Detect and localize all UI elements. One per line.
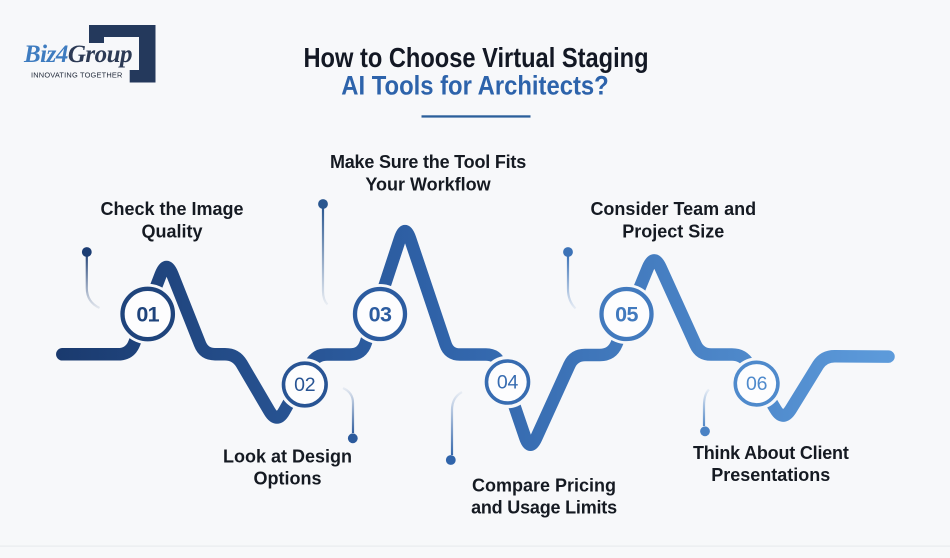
svg-text:04: 04 (497, 372, 519, 394)
svg-text:02: 02 (294, 374, 315, 396)
svg-text:03: 03 (369, 302, 392, 326)
svg-text:Make Sure the Tool Fits: Make Sure the Tool Fits (330, 152, 526, 172)
svg-text:INNOVATING TOGETHER: INNOVATING TOGETHER (31, 71, 123, 80)
svg-text:Consider Team and: Consider Team and (590, 199, 756, 219)
svg-text:Compare Pricing: Compare Pricing (472, 476, 616, 496)
svg-text:Look at Design: Look at Design (223, 447, 352, 467)
svg-text:Your Workflow: Your Workflow (365, 175, 491, 195)
svg-text:and Usage Limits: and Usage Limits (471, 498, 617, 518)
svg-text:Options: Options (254, 469, 322, 489)
svg-text:Quality: Quality (141, 222, 202, 242)
svg-text:Biz4Group: Biz4Group (23, 41, 132, 68)
svg-text:Check the Image: Check the Image (100, 199, 243, 219)
svg-text:Think About Client: Think About Client (693, 443, 849, 463)
svg-text:Project Size: Project Size (622, 222, 724, 242)
svg-text:How to Choose Virtual Staging: How to Choose Virtual Staging (303, 43, 648, 73)
svg-text:AI Tools for Architects?: AI Tools for Architects? (341, 71, 608, 100)
svg-text:06: 06 (746, 373, 767, 395)
svg-text:Presentations: Presentations (711, 465, 830, 485)
svg-text:05: 05 (615, 302, 638, 326)
svg-text:01: 01 (136, 302, 159, 326)
